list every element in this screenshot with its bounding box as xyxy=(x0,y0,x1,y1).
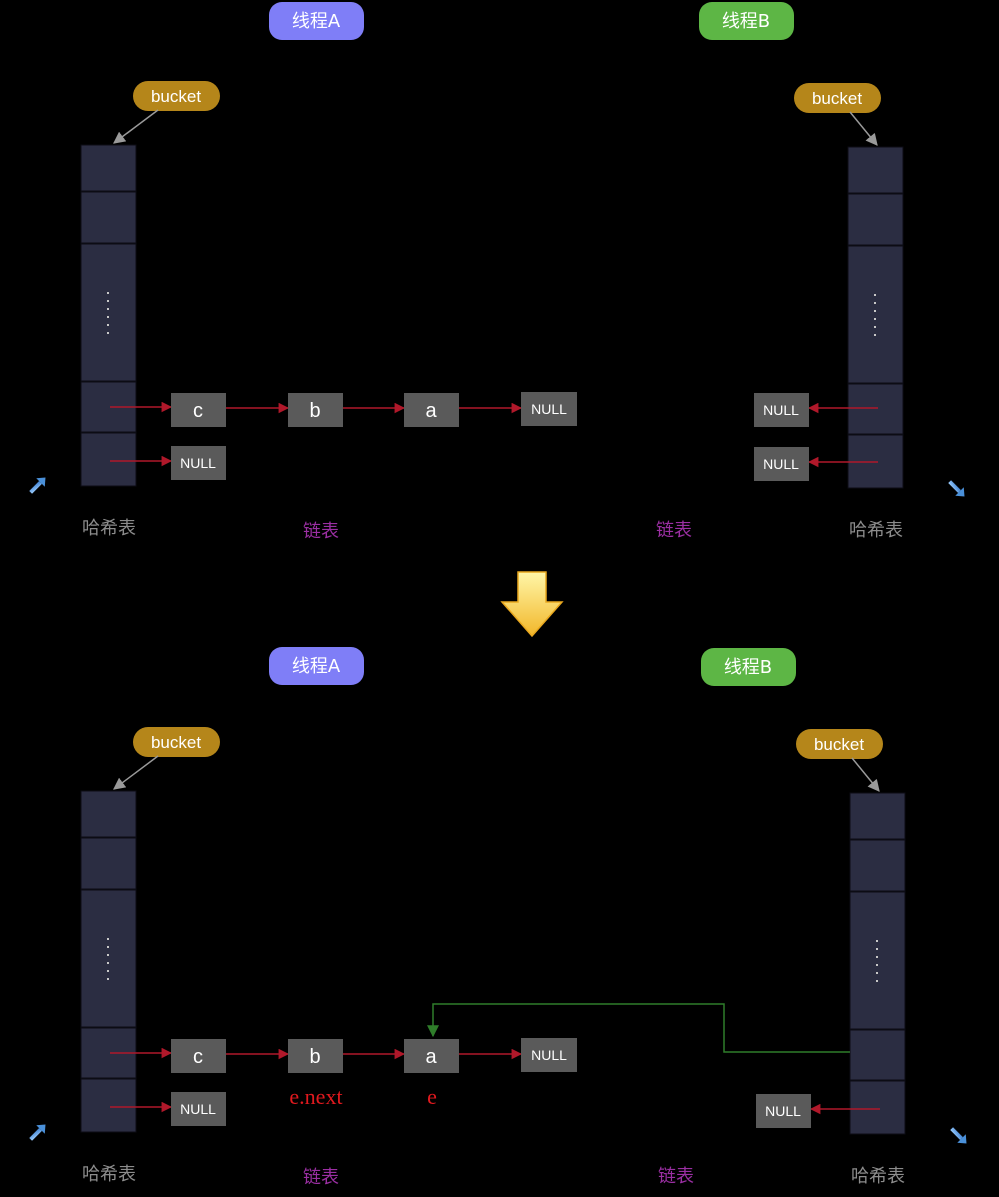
bucket-pill: bucket xyxy=(794,83,881,113)
node-a: a xyxy=(404,1039,459,1073)
bucket-pill: bucket xyxy=(133,727,220,757)
node-a-label: a xyxy=(425,400,437,422)
resize-arrow-icon xyxy=(948,480,965,497)
node-b-label: b xyxy=(309,1046,320,1068)
table-cell xyxy=(80,191,137,244)
node-b-label: b xyxy=(309,400,320,422)
resize-arrow-icon xyxy=(29,1124,46,1141)
bucket-pointer xyxy=(851,757,880,792)
bucket-pointer xyxy=(113,109,159,144)
table-cell xyxy=(80,837,137,890)
linked-list-caption: 链表 xyxy=(303,521,339,542)
linked-list-left: c b a NULL NULL e.next e xyxy=(110,1038,577,1126)
null-label: NULL xyxy=(765,1103,801,1119)
thread-a-label: 线程A xyxy=(292,11,341,32)
hash-table-right: bucket xyxy=(796,729,906,1135)
table-cell xyxy=(80,889,137,1028)
e-next-label: e.next xyxy=(289,1084,342,1109)
null-node: NULL xyxy=(171,1092,226,1126)
hash-table-caption: 哈希表 xyxy=(849,520,903,541)
table-cell xyxy=(849,839,906,892)
hash-table-left: bucket xyxy=(80,81,220,487)
resize-arrow-icon xyxy=(29,477,46,494)
null-node: NULL xyxy=(756,1094,811,1128)
null-label: NULL xyxy=(531,1047,567,1063)
bucket-pill: bucket xyxy=(796,729,883,759)
thread-a-pill: 线程A xyxy=(269,647,364,685)
null-label: NULL xyxy=(531,401,567,417)
bucket-label: bucket xyxy=(151,733,201,752)
resize-arrow-icon xyxy=(950,1127,967,1144)
table-cell xyxy=(849,1080,906,1135)
null-label: NULL xyxy=(180,455,216,471)
bucket-pointer xyxy=(849,111,878,146)
table-cell xyxy=(80,432,137,487)
node-c-label: c xyxy=(193,400,203,422)
node-c: c xyxy=(171,1039,226,1073)
linked-list-right: NULL xyxy=(756,1094,880,1128)
bucket-label: bucket xyxy=(151,87,201,106)
thread-b-pill: 线程B xyxy=(701,648,796,686)
thread-a-label: 线程A xyxy=(292,656,341,677)
node-b: b xyxy=(288,393,343,427)
node-c-label: c xyxy=(193,1046,203,1068)
thread-b-label: 线程B xyxy=(722,11,770,32)
hash-table-caption: 哈希表 xyxy=(82,1164,136,1185)
table-cell xyxy=(847,383,904,435)
table-cell xyxy=(80,144,137,192)
top-panel: 线程A 线程B bucket c xyxy=(29,2,965,542)
bucket-label: bucket xyxy=(814,735,864,754)
null-node: NULL xyxy=(754,393,809,427)
table-cell xyxy=(847,245,904,384)
node-b: b xyxy=(288,1039,343,1073)
new-link-arrow xyxy=(427,1003,850,1053)
table-cell xyxy=(849,891,906,1030)
null-label: NULL xyxy=(763,402,799,418)
linked-list-caption: 链表 xyxy=(658,1166,694,1187)
linked-list-left: c b a NULL NULL xyxy=(110,392,577,480)
null-label: NULL xyxy=(180,1101,216,1117)
node-a-label: a xyxy=(425,1046,437,1068)
null-label: NULL xyxy=(763,456,799,472)
bucket-pointer xyxy=(113,755,159,790)
thread-b-pill: 线程B xyxy=(699,2,794,40)
e-label: e xyxy=(427,1084,437,1109)
null-node: NULL xyxy=(521,392,577,426)
table-cell xyxy=(847,193,904,246)
node-c: c xyxy=(171,393,226,427)
table-cell xyxy=(80,243,137,382)
hash-table-right: bucket xyxy=(794,83,904,489)
null-node: NULL xyxy=(171,446,226,480)
bucket-label: bucket xyxy=(812,89,862,108)
linked-list-caption: 链表 xyxy=(303,1167,339,1188)
table-cell xyxy=(847,146,904,194)
hash-table-caption: 哈希表 xyxy=(851,1166,905,1187)
bucket-pill: bucket xyxy=(133,81,220,111)
table-cell xyxy=(80,790,137,838)
bottom-panel: 线程A 线程B bucket c xyxy=(29,647,967,1188)
thread-a-pill: 线程A xyxy=(269,2,364,40)
hash-table-caption: 哈希表 xyxy=(82,518,136,539)
thread-b-label: 线程B xyxy=(724,657,772,678)
table-cell xyxy=(80,1078,137,1133)
table-cell xyxy=(849,792,906,840)
null-node: NULL xyxy=(754,447,809,481)
table-cell xyxy=(849,1029,906,1081)
down-arrow-icon xyxy=(500,571,564,638)
hash-table-left: bucket xyxy=(80,727,220,1133)
linked-list-right: NULL NULL xyxy=(754,393,878,481)
null-node: NULL xyxy=(521,1038,577,1072)
node-a: a xyxy=(404,393,459,427)
linked-list-caption: 链表 xyxy=(656,520,692,541)
